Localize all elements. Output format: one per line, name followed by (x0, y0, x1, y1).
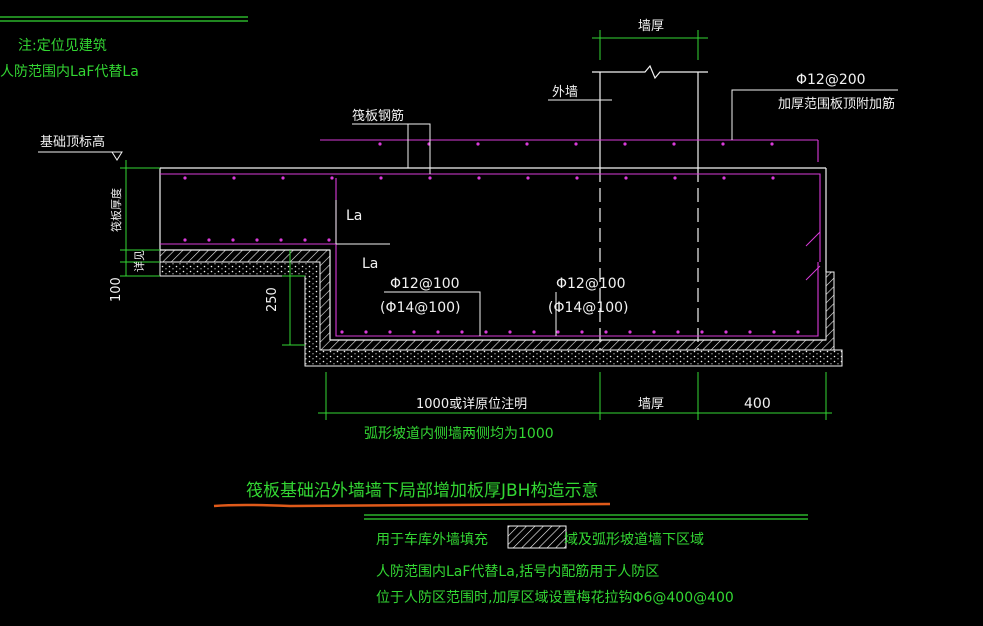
label-raft-thickness: 筏板厚度 (109, 188, 123, 232)
rebar-section-dot (748, 330, 752, 334)
dim-250: 250 (265, 287, 280, 312)
tie-mark-1 (805, 231, 821, 247)
rebar-section-dot (700, 330, 704, 334)
label-outer-wall: 外墙 (552, 85, 578, 100)
dim-1000: 1000或详原位注明 (416, 397, 527, 412)
rebar-section-dot (255, 238, 259, 242)
rebar-section-dot (340, 330, 344, 334)
rebar-section-dot (575, 176, 579, 180)
raft-top-bar (160, 173, 821, 262)
dim-400: 400 (744, 396, 771, 412)
rebar-section-dot (436, 330, 440, 334)
label-detail: 详见 (132, 250, 146, 272)
wall-break-line (592, 64, 708, 80)
rebar-section-dot (724, 330, 728, 334)
rebar-section-dot (428, 176, 432, 180)
rebar-section-dot (303, 238, 307, 242)
tie-mark-2 (805, 265, 821, 281)
rebar-section-dot (412, 330, 416, 334)
caption-title: 筏板基础沿外墙墙下局部增加板厚JBH构造示意 (246, 481, 598, 501)
label-rebar-right-1: Φ12@100 (556, 276, 626, 292)
label-rebar-left-1: Φ12@100 (390, 276, 460, 292)
rebar-section-dot (772, 330, 776, 334)
legend-hatch-swatch (507, 525, 567, 549)
rebar-section-dot (330, 176, 334, 180)
rebar-section-dot (770, 142, 774, 146)
dim-wall-thickness: 墙厚 (638, 397, 664, 412)
rebar-section-dot (532, 330, 536, 334)
rebar-section-dot (231, 238, 235, 242)
caption-underline (213, 502, 611, 508)
rebar-section-dot (183, 238, 187, 242)
rebar-section-dot (624, 176, 628, 180)
label-rebar-left-2: (Φ14@100) (380, 300, 460, 316)
rebar-section-dot (477, 176, 481, 180)
concrete-outline (159, 167, 827, 341)
note-laf: 人防范围内LaF代替La (0, 63, 139, 80)
rebar-section-dot (796, 330, 800, 334)
label-elevation: 基础顶标高 (40, 134, 105, 150)
legend-fill-left: 用于车库外墙填充 (376, 531, 488, 548)
rebar-section-dot (508, 330, 512, 334)
labels: 墙厚 外墙 Φ12@200 加厚范围板顶附加筋 筏板钢筋 基础顶标高 筏板厚度 … (40, 19, 895, 442)
label-top-rebar: Φ12@200 (796, 72, 866, 88)
rebar-section-dot (525, 142, 529, 146)
legend-note-2: 位于人防区范围时,加厚区域设置梅花拉钩Φ6@400@400 (376, 589, 734, 606)
rebar-section-dot (672, 142, 676, 146)
rebar-section-dot (580, 330, 584, 334)
rebar-section-dot (183, 176, 187, 180)
rebar-section-dot (722, 176, 726, 180)
rebar-section-dot (388, 330, 392, 334)
rebar-section-dot (232, 176, 236, 180)
label-top-rebar-note: 加厚范围板顶附加筋 (778, 96, 895, 112)
rebar-section-dot (327, 238, 331, 242)
rebar-section-dot (721, 142, 725, 146)
rebar-section-dot (771, 176, 775, 180)
rebar-section-dot (676, 330, 680, 334)
label-la-upper: La (346, 208, 362, 224)
legend-fill-right: 域及弧形坡道墙下区域 (564, 532, 704, 548)
rebar-section-dot (378, 142, 382, 146)
label-rebar-right-2: (Φ14@100) (548, 300, 628, 316)
thickened-bottom-bar (335, 178, 819, 337)
rebar-section-dot (281, 176, 285, 180)
note-location: 注:定位见建筑 (18, 38, 107, 54)
leaders (38, 30, 898, 420)
outer-wall (592, 64, 708, 350)
rebar-section-dot (207, 238, 211, 242)
header: 注:定位见建筑 人防范围内LaF代替La (0, 16, 248, 80)
soil-layer (159, 249, 843, 367)
rebar-section-dot (556, 330, 560, 334)
rebar-section-dot (623, 142, 627, 146)
rebar-section-dot (379, 176, 383, 180)
rebar-section-dot (673, 176, 677, 180)
rebar (160, 139, 821, 337)
elevation-marker (111, 151, 123, 161)
rebar-section-dot (476, 142, 480, 146)
dim-100: 100 (109, 277, 124, 302)
rebar-section-dot (460, 330, 464, 334)
rebar-section-dot (526, 176, 530, 180)
rebar-section-dot (628, 330, 632, 334)
label-la-lower: La (362, 256, 378, 272)
rebar-left-leader (384, 291, 481, 336)
rebar-section-dot (364, 330, 368, 334)
caption: 筏板基础沿外墙墙下局部增加板厚JBH构造示意 (213, 481, 808, 520)
rebar-section-dot (279, 238, 283, 242)
raft-rebar-leader (352, 123, 431, 174)
rebar-dots (183, 142, 800, 334)
arc-note: 弧形坡道内侧墙两侧均为1000 (364, 426, 554, 442)
label-wall-thickness-top: 墙厚 (638, 19, 664, 34)
rebar-section-dot (652, 330, 656, 334)
rebar-section-dot (574, 142, 578, 146)
top-rebar-leader (731, 89, 898, 140)
label-raft-rebar: 筏板钢筋 (352, 108, 404, 124)
legend-note-1: 人防范围内LaF代替La,括号内配筋用于人防区 (376, 563, 659, 580)
rebar-section-dot (484, 330, 488, 334)
legend: 用于车库外墙填充 域及弧形坡道墙下区域 人防范围内LaF代替La,括号内配筋用于… (376, 525, 734, 606)
rebar-section-dot (604, 330, 608, 334)
